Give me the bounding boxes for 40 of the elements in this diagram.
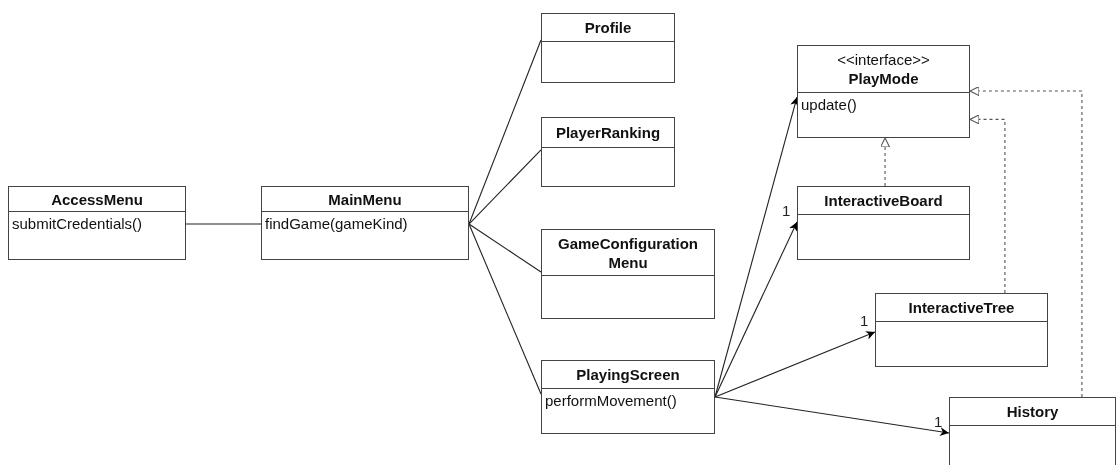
class-box bbox=[949, 397, 1116, 465]
class-name: PlayingScreen bbox=[576, 365, 680, 384]
multiplicity-label: 1 bbox=[860, 313, 869, 328]
class-name: MainMenu bbox=[328, 189, 402, 209]
realization-arrow bbox=[880, 137, 891, 187]
method-label: submitCredentials() bbox=[12, 214, 144, 233]
class-box bbox=[541, 117, 675, 187]
association-arrow bbox=[714, 331, 876, 398]
method-label: update() bbox=[801, 95, 858, 114]
association-line bbox=[468, 223, 542, 395]
class-box bbox=[541, 229, 715, 319]
stereotype-label: <<interface>> bbox=[837, 50, 930, 69]
class-name: InteractiveBoard bbox=[824, 191, 943, 210]
interface-box bbox=[797, 45, 970, 138]
class-box bbox=[541, 13, 675, 83]
class-box bbox=[875, 293, 1048, 367]
method-label: performMovement() bbox=[545, 391, 678, 410]
class-name: Profile bbox=[584, 18, 632, 37]
class-name: GameConfiguration Menu bbox=[557, 233, 699, 272]
method-label: findGame(gameKind) bbox=[265, 214, 409, 233]
realization-arrow bbox=[969, 86, 1083, 398]
association-line bbox=[468, 149, 542, 225]
multiplicity-label: 1 bbox=[934, 414, 943, 429]
multiplicity-label: 1 bbox=[782, 202, 791, 218]
class-box bbox=[261, 186, 469, 260]
class-name: History bbox=[1006, 402, 1059, 421]
class-name: InteractiveTree bbox=[908, 298, 1015, 317]
association-line bbox=[468, 39, 542, 225]
class-box bbox=[541, 360, 715, 434]
class-name: PlayMode bbox=[848, 69, 919, 88]
association-line bbox=[185, 223, 262, 225]
association-arrow bbox=[714, 96, 799, 398]
association-arrow bbox=[714, 221, 798, 398]
association-arrow bbox=[714, 396, 950, 437]
class-name: AccessMenu bbox=[51, 189, 143, 209]
class-name: PlayerRanking bbox=[555, 123, 661, 142]
class-box bbox=[797, 186, 970, 260]
realization-arrow bbox=[969, 114, 1006, 294]
class-box bbox=[8, 186, 186, 260]
association-line bbox=[468, 223, 542, 273]
